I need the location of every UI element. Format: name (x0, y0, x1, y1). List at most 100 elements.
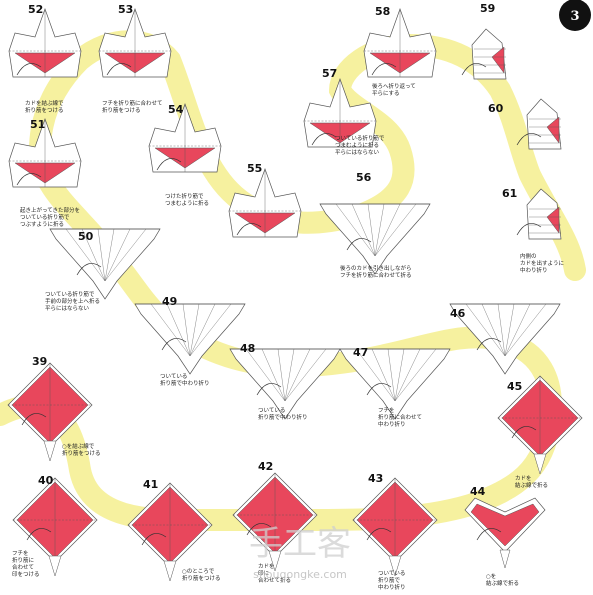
step-caption-line: フチを (378, 407, 395, 414)
step-caption-line: 折り筋をつける (102, 106, 141, 114)
crease-line (497, 303, 506, 357)
fold-arrow (366, 383, 392, 396)
crease-line (351, 203, 376, 257)
paper-outline (229, 348, 341, 420)
step-number: 39 (32, 355, 47, 368)
crease-line (182, 303, 191, 357)
sequence-path (0, 30, 586, 531)
step-caption-line: 合わせて折る (258, 576, 291, 584)
fold-arrow (461, 63, 487, 76)
step-59: 59 (461, 2, 507, 80)
crease-line (387, 348, 396, 402)
step-number: 47 (353, 346, 368, 359)
fold-arrow (16, 173, 42, 186)
step-number: 48 (240, 342, 255, 355)
crease-line (104, 228, 131, 282)
fold-arrow (161, 338, 187, 351)
step-number: 52 (28, 3, 43, 16)
step-caption-line: ついている (378, 570, 405, 577)
paper-outline (49, 228, 161, 300)
crease-line (104, 228, 115, 282)
crease-line (504, 303, 531, 357)
step-caption-line: ○のところで (182, 568, 215, 575)
step-number: 61 (502, 187, 517, 200)
fold-arrow (346, 238, 372, 251)
paper-outline (449, 303, 561, 375)
fold-arrow (16, 63, 42, 76)
fold-arrow (516, 223, 542, 236)
step-caption-line: 中わり折り (520, 266, 548, 274)
fold-arrow (366, 528, 392, 541)
fold-arrow (371, 63, 397, 76)
crease-line (261, 348, 286, 402)
step-caption-line: 折り筋で (378, 576, 401, 584)
tail-flap (43, 440, 57, 462)
step-number: 51 (30, 118, 45, 131)
step-number: 45 (507, 380, 522, 393)
fold-arrow (76, 263, 102, 276)
step-caption-line: フチを (12, 550, 29, 557)
step-caption-line: 折り筋をつける (25, 106, 64, 114)
step-number: 49 (162, 295, 177, 308)
fold-arrow (26, 528, 52, 541)
paper-outline (134, 303, 246, 375)
paper-outline (526, 98, 562, 150)
fold-arrow (236, 223, 262, 236)
crease-line (394, 348, 421, 402)
step-caption-line: 折り筋をつける (62, 449, 101, 457)
fold-arrow (256, 383, 282, 396)
step-caption-line: 平らにはならない (335, 149, 380, 156)
step-caption-line: 印に (258, 570, 269, 577)
fold-arrow (106, 63, 132, 76)
step-caption-line: フチを折り筋に合わせて (102, 99, 163, 107)
tail-flap (499, 549, 511, 569)
crease-line (394, 348, 405, 402)
crease-line (335, 203, 376, 257)
step-caption-line: カドを結ぶ線で (25, 99, 64, 107)
paper-outline (319, 203, 431, 275)
step-caption-line: 折り筋に合わせて (378, 413, 422, 421)
crease-line (371, 348, 396, 402)
step-caption-line: 中わり折り (378, 420, 406, 428)
step-number: 58 (375, 5, 390, 18)
step-caption-line: 結ぶ線で折る (486, 579, 519, 587)
fold-arrow (156, 158, 182, 171)
tail-flap (163, 560, 177, 582)
step-46: 46 (449, 303, 561, 375)
step-55: 55 (228, 162, 302, 238)
crease-line (97, 228, 106, 282)
crease-line (374, 203, 401, 257)
step-caption-line: 起き上がってきた部分を (20, 206, 80, 214)
crease-line (284, 348, 295, 402)
step-caption-line: 結ぶ線で折る (515, 481, 548, 489)
crease-line (374, 203, 385, 257)
step-60: 60 (488, 98, 562, 150)
step-caption-line: つぶすように折る (20, 220, 64, 228)
step-caption-line: 印をつける (12, 571, 40, 578)
step-caption-line: カドを出すように (520, 259, 564, 267)
step-caption-line: 折り筋で中わり折り (160, 379, 210, 387)
step-caption-line: 折り筋に (12, 556, 34, 564)
step-number: 44 (470, 485, 486, 498)
watermark-sub: shougongke.com (253, 568, 347, 581)
fold-arrow (141, 533, 167, 546)
step-caption-line: 折り筋をつける (182, 574, 221, 582)
crease-line (81, 228, 106, 282)
step-caption-line: 手前の部分を上へ折る (45, 297, 100, 305)
step-caption-line: ついている (160, 373, 187, 380)
step-caption-line: ついている折り筋で (20, 213, 70, 221)
step-caption-line: 平らにはならない (45, 305, 90, 312)
page-number-badge (559, 0, 591, 31)
